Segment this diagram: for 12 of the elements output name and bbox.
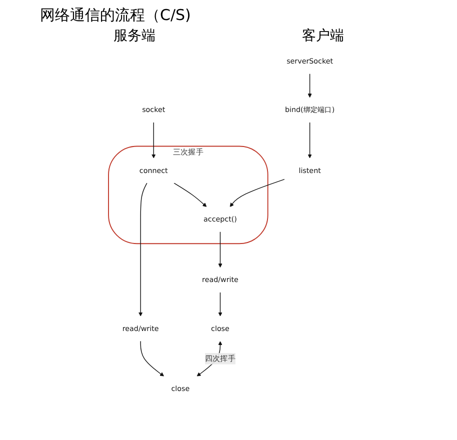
arrow bbox=[218, 231, 222, 268]
arrow bbox=[218, 292, 222, 316]
arrow bbox=[140, 340, 164, 376]
column-heading: 服务端 bbox=[113, 27, 156, 45]
arrow bbox=[138, 182, 148, 316]
diagram-title: 网络通信的流程（C/S) bbox=[39, 5, 192, 26]
column-heading: 客户端 bbox=[302, 27, 344, 45]
arrow bbox=[308, 73, 312, 98]
arrow bbox=[308, 122, 312, 158]
arrow bbox=[174, 182, 207, 207]
arrow bbox=[152, 122, 156, 158]
arrow bbox=[230, 178, 285, 207]
